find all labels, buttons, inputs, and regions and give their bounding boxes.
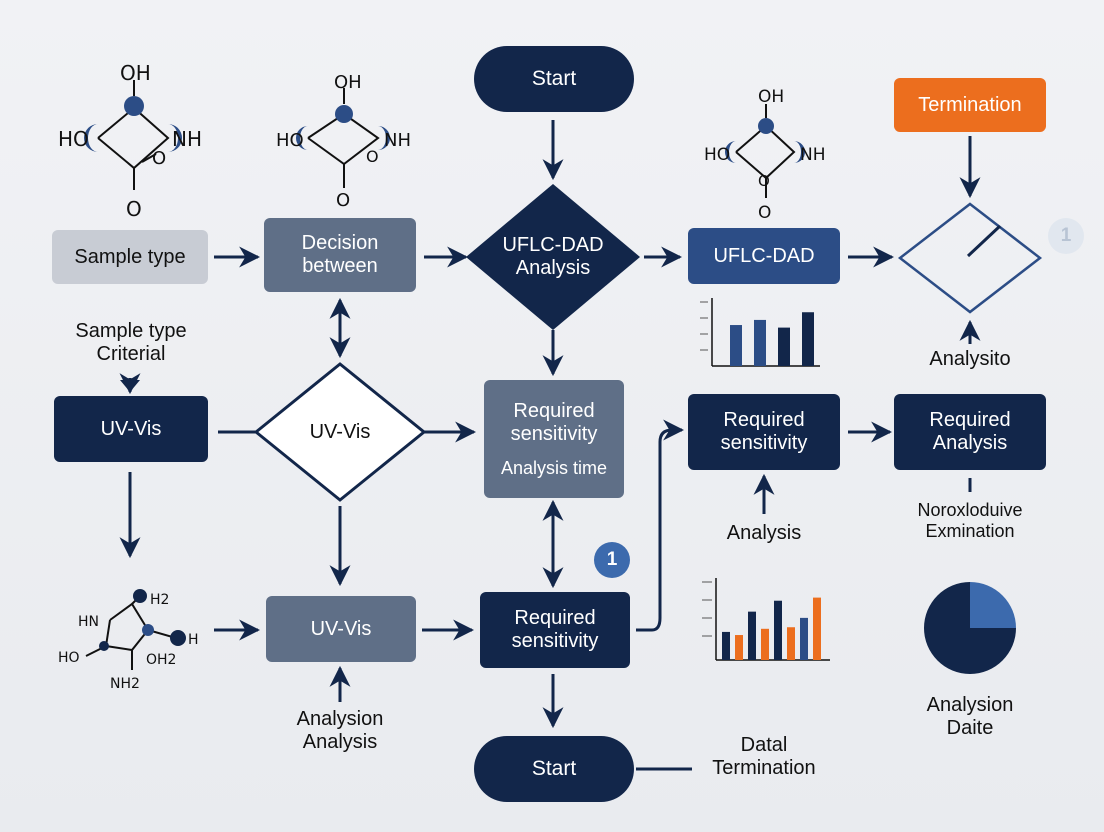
required-sensitivity-bottom-line-1: Required <box>514 607 596 629</box>
noroxloduive-label: Noroxloduive Exmination <box>900 500 1040 541</box>
empty-decision-shape <box>897 202 1043 314</box>
chart2-bar-2 <box>748 611 756 660</box>
criterial-pointer-icon <box>120 380 140 392</box>
uv-vis-decision-shape <box>253 362 427 502</box>
analysito-label: Analysito <box>929 348 1011 370</box>
svg-text:NH: NH <box>800 145 826 165</box>
required-analysis-line-1: Required <box>929 409 1011 431</box>
sample-type-criterial-line-2: Criterial <box>96 343 166 365</box>
svg-text:NH: NH <box>172 127 202 151</box>
datal-termination-label: Datal Termination <box>694 734 834 780</box>
sample-type-node[interactable]: Sample type <box>52 230 208 284</box>
arrow-reqsens-up-right <box>636 419 685 632</box>
svg-text:HO: HO <box>58 650 80 666</box>
analysion-daite-line-1: Analysion <box>926 694 1014 716</box>
chart1-bar-1 <box>754 319 766 366</box>
analysion-daite-label: Analysion Daite <box>900 694 1040 740</box>
svg-text:HO: HO <box>276 130 304 151</box>
analysion-daite-line-2: Daite <box>946 717 994 739</box>
svg-text:OH: OH <box>758 87 784 107</box>
molecule-structure-1: OH HO NH O O <box>58 61 202 221</box>
chart2-bar-3 <box>761 628 769 660</box>
uflc-dad-analysis-line-2: Analysis <box>515 257 591 279</box>
svg-text:O: O <box>336 190 350 211</box>
bar-chart-small <box>700 298 820 367</box>
decision-between-line-2: between <box>302 255 378 277</box>
pie-slice-1 <box>970 582 1016 628</box>
required-sensitivity-right-line-1: Required <box>723 409 805 431</box>
noroxloduive-line-1: Noroxloduive <box>917 500 1023 520</box>
chart2-bar-1 <box>735 635 743 660</box>
analysion-analysis-line-2: Analysis <box>302 731 378 753</box>
required-sensitivity-right-line-2: sensitivity <box>720 432 808 454</box>
molecule-structure-2: OH HO NH O O <box>276 72 411 211</box>
analysion-analysis-line-1: Analysion <box>296 708 384 730</box>
chart1-bar-0 <box>730 325 742 366</box>
svg-text:O: O <box>366 147 379 166</box>
svg-text:H: H <box>188 632 199 648</box>
uflc-dad-analysis-line-1: UFLC-DAD <box>502 234 604 256</box>
required-analysis-node[interactable]: Required Analysis <box>894 394 1046 470</box>
step-badge-top: 1 <box>1048 218 1084 254</box>
sample-type-criterial-line-1: Sample type <box>75 320 187 342</box>
uflc-dad-analysis-node[interactable]: UFLC-DAD Analysis <box>480 226 626 288</box>
svg-text:OH2: OH2 <box>146 652 176 668</box>
analysis-mid-label: Analysis <box>726 522 802 544</box>
svg-text:HO: HO <box>58 127 89 151</box>
datal-termination-line-1: Datal <box>740 734 788 756</box>
svg-text:O: O <box>758 203 771 223</box>
uflc-dad-node[interactable]: UFLC-DAD <box>688 228 840 284</box>
analysis-time-label: Analysis time <box>500 457 608 478</box>
pie-chart <box>924 582 1016 674</box>
uv-vis-bottom-node[interactable]: UV-Vis <box>266 596 416 662</box>
uflc-dad-decision-shape <box>466 184 640 330</box>
svg-text:OH: OH <box>334 72 362 93</box>
svg-text:O: O <box>126 197 142 221</box>
molecule-structure-4: H2 HN H HO OH2 NH2 <box>58 589 199 692</box>
noroxloduive-line-2: Exmination <box>925 520 1015 541</box>
sample-type-criterial-label: Sample type Criterial <box>58 320 204 366</box>
required-sensitivity-center-line-1: Required <box>513 399 595 422</box>
uv-vis-diamond-node[interactable]: UV-Vis <box>309 420 371 443</box>
decision-needle-icon <box>966 224 1002 258</box>
svg-text:H2: H2 <box>150 592 169 608</box>
svg-text:NH: NH <box>384 130 411 151</box>
bar-chart-large <box>702 578 830 661</box>
required-analysis-line-2: Analysis <box>932 432 1008 454</box>
required-sensitivity-bottom-node[interactable]: Required sensitivity <box>480 592 630 668</box>
decision-between-node[interactable]: Decision between <box>264 218 416 292</box>
chart2-bar-4 <box>774 600 782 660</box>
termination-top-node[interactable]: Termination <box>894 78 1046 132</box>
start-top-node[interactable]: Start <box>474 46 634 112</box>
svg-text:OH: OH <box>120 61 151 85</box>
svg-text:HO: HO <box>704 145 730 165</box>
uv-vis-left-node[interactable]: UV-Vis <box>54 396 208 462</box>
datal-termination-line-2: Termination <box>712 757 816 779</box>
svg-text:O: O <box>152 148 166 169</box>
required-sensitivity-bottom-line-2: sensitivity <box>511 630 599 652</box>
chart1-bar-2 <box>778 327 790 366</box>
molecule-structure-3: OH HO NH O O <box>704 87 826 223</box>
step-badge-bottom: 1 <box>594 542 630 578</box>
chart2-bar-5 <box>787 627 795 660</box>
required-sensitivity-right-node[interactable]: Required sensitivity <box>688 394 840 470</box>
svg-text:HN: HN <box>78 614 99 630</box>
required-sensitivity-center-node[interactable]: Required sensitivity Analysis time <box>484 380 624 498</box>
chart2-bar-6 <box>800 617 808 660</box>
chart2-bar-0 <box>722 631 730 660</box>
svg-text:O: O <box>758 172 770 190</box>
chart1-bar-3 <box>802 312 814 366</box>
analysion-analysis-label: Analysion Analysis <box>270 708 410 754</box>
start-bottom-node[interactable]: Start <box>474 736 634 802</box>
svg-text:NH2: NH2 <box>110 676 140 692</box>
chart2-bar-7 <box>813 597 821 660</box>
required-sensitivity-center-line-2: sensitivity <box>510 422 598 445</box>
decision-between-line-1: Decision <box>301 232 379 254</box>
